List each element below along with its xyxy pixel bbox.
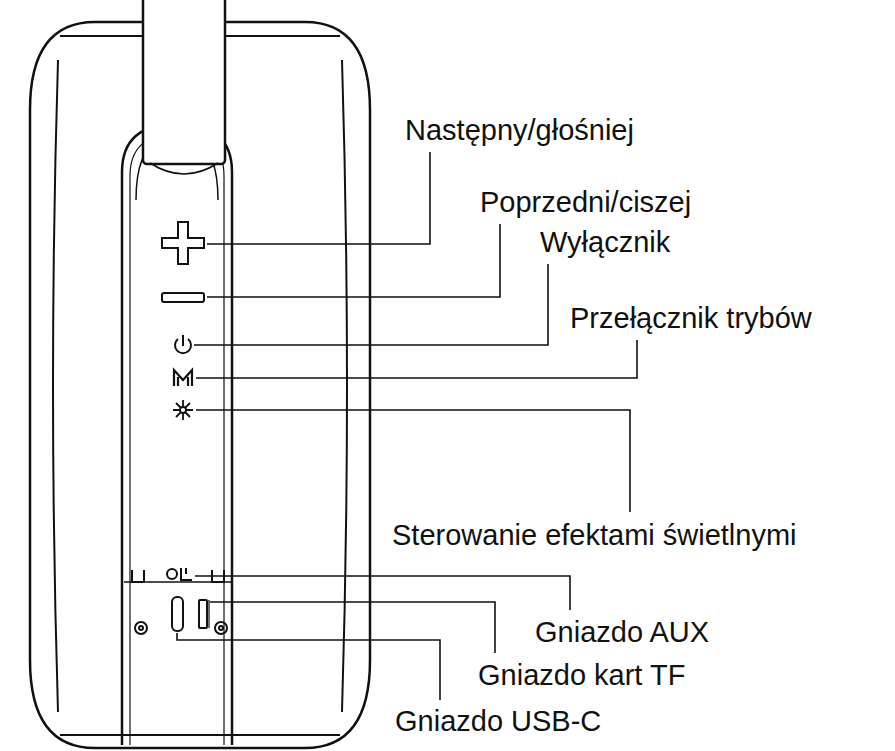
- usbc-port: [172, 597, 183, 631]
- strap: [143, 0, 225, 174]
- callout-label: Poprzedni/ciszej: [480, 185, 691, 220]
- minus-button: [162, 293, 204, 302]
- screw: [215, 622, 227, 634]
- leader-line: [195, 576, 570, 610]
- leader-line: [207, 224, 500, 297]
- buttons: [162, 222, 204, 420]
- tf-slot: [199, 600, 207, 628]
- leader-line: [196, 340, 637, 378]
- plus-button: [162, 222, 204, 264]
- aux-port: [181, 568, 192, 580]
- leader-line: [194, 264, 548, 345]
- leader-line: [210, 602, 495, 653]
- aux-port: [167, 569, 177, 579]
- light-button: [173, 400, 193, 420]
- power-button: [175, 335, 191, 353]
- callout-label: Następny/głośniej: [405, 113, 634, 148]
- mode-button: [174, 370, 192, 386]
- leader-line: [196, 410, 630, 512]
- callout-label: Gniazdo AUX: [535, 615, 709, 650]
- callout-label: Przełącznik trybów: [570, 301, 812, 336]
- callout-label: Gniazdo USB-C: [395, 704, 601, 739]
- leader-line: [207, 152, 430, 244]
- callout-label: Gniazdo kart TF: [478, 658, 685, 693]
- callout-label: Sterowanie efektami świetlnymi: [392, 518, 797, 553]
- leader-line: [177, 633, 440, 700]
- screw: [135, 622, 147, 634]
- port-panel: [124, 568, 232, 634]
- callout-label: Wyłącznik: [540, 225, 670, 260]
